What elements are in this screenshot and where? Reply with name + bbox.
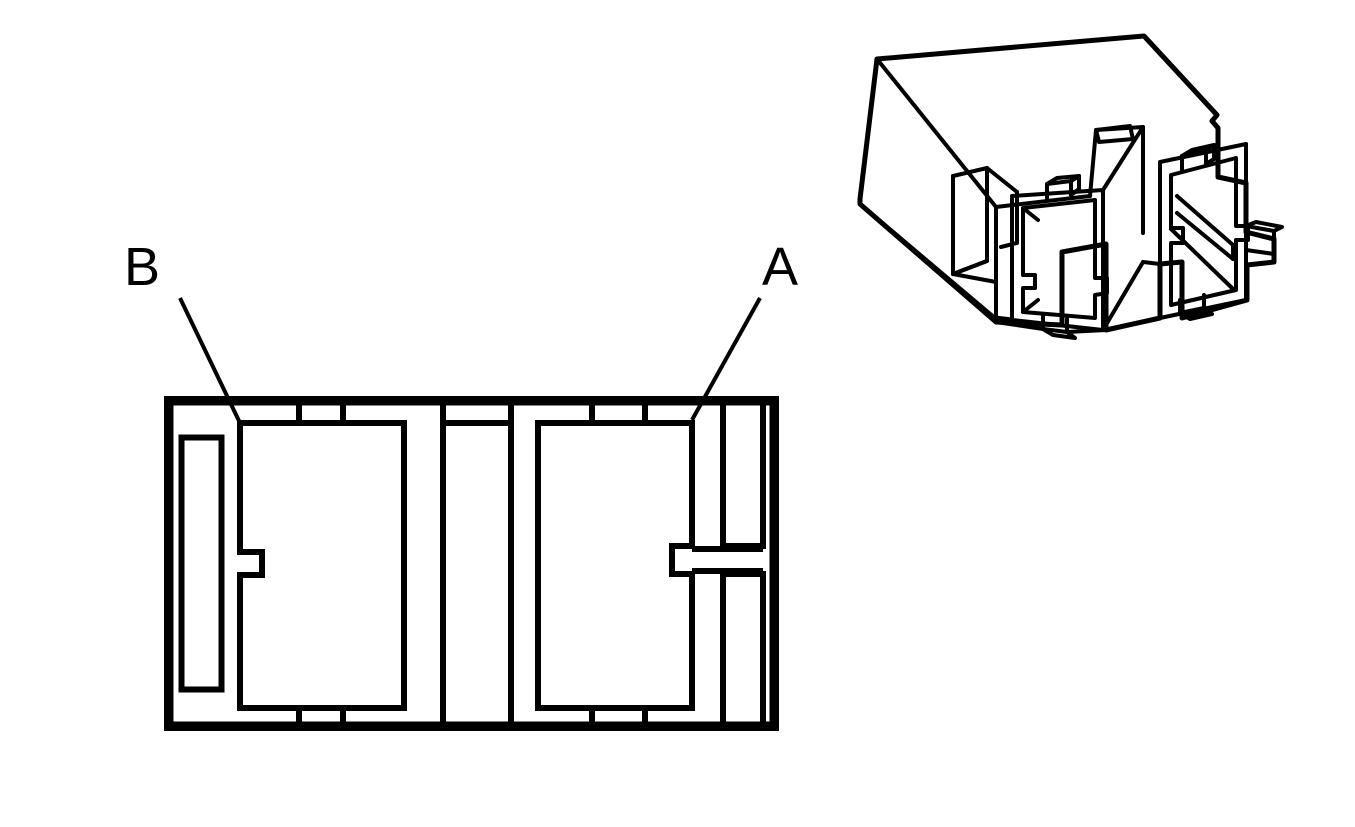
cavity-a-opening bbox=[535, 420, 695, 711]
iso-right-top-step bbox=[1210, 113, 1220, 130]
iso-cavity-a-bottom-tab bbox=[1178, 293, 1206, 315]
iso-left-recess-face bbox=[951, 166, 989, 276]
isometric-view-group bbox=[857, 33, 1284, 340]
callout-label-b: B bbox=[124, 237, 160, 297]
iso-left-recess-floor bbox=[951, 259, 989, 276]
iso-cavity-a-bottom-tab-face bbox=[1178, 306, 1214, 321]
iso-cavity-a-blade-upper bbox=[1175, 194, 1235, 247]
right-side-slot-upper bbox=[720, 401, 766, 549]
callout-label-a: A bbox=[762, 237, 798, 297]
iso-cross-key-protrusion bbox=[1244, 224, 1276, 256]
iso-cavity-b-top-tab-side bbox=[1069, 174, 1081, 197]
iso-base-underside-right bbox=[1065, 328, 1108, 334]
right-side-slot-lower bbox=[720, 571, 766, 726]
callouts-group bbox=[178, 297, 762, 424]
iso-inner-divider-top bbox=[999, 190, 1019, 249]
iso-cavity-a-top-tab-face bbox=[1180, 143, 1216, 158]
iso-cavity-b-mouth bbox=[1021, 198, 1109, 320]
iso-cavity-a-top-tab-side bbox=[1204, 143, 1216, 166]
iso-base-underside-left bbox=[994, 320, 1045, 331]
iso-cavity-b-bottom-tab bbox=[1041, 314, 1069, 334]
left-side-slot bbox=[178, 434, 225, 693]
callout-a-leader-line bbox=[690, 297, 762, 421]
iso-middle-wall-notch bbox=[1094, 124, 1135, 144]
iso-cavity-b-depth-bottom bbox=[1021, 298, 1040, 314]
iso-base-right-edge bbox=[1141, 260, 1162, 266]
iso-cavity-b-bottom-tab-face bbox=[1041, 327, 1077, 340]
iso-right-edge-step bbox=[1216, 126, 1248, 185]
iso-cavity-a-blade-lower bbox=[1175, 211, 1235, 261]
iso-cross-key-top bbox=[1244, 220, 1284, 233]
iso-cavity-b-depth-top bbox=[1021, 206, 1040, 222]
iso-left-wall-bottom bbox=[858, 202, 997, 320]
iso-base-front-edge bbox=[992, 315, 1015, 323]
cavity-b-opening bbox=[237, 420, 407, 711]
iso-cavity-a-top-tab bbox=[1180, 148, 1208, 172]
iso-cavity-b-top-tab bbox=[1045, 179, 1073, 200]
iso-middle-wall-bottom bbox=[1101, 260, 1145, 332]
front-view-group bbox=[164, 396, 779, 731]
iso-left-recess-edge bbox=[985, 166, 1019, 194]
iso-cavity-a-blade-bottom-diag bbox=[1169, 227, 1234, 290]
iso-top-face-ridge bbox=[875, 57, 998, 209]
iso-cavity-b-top-tab-face bbox=[1045, 174, 1081, 186]
iso-cavity-a-mouth bbox=[1169, 156, 1250, 307]
callout-b-leader-line bbox=[178, 297, 242, 424]
